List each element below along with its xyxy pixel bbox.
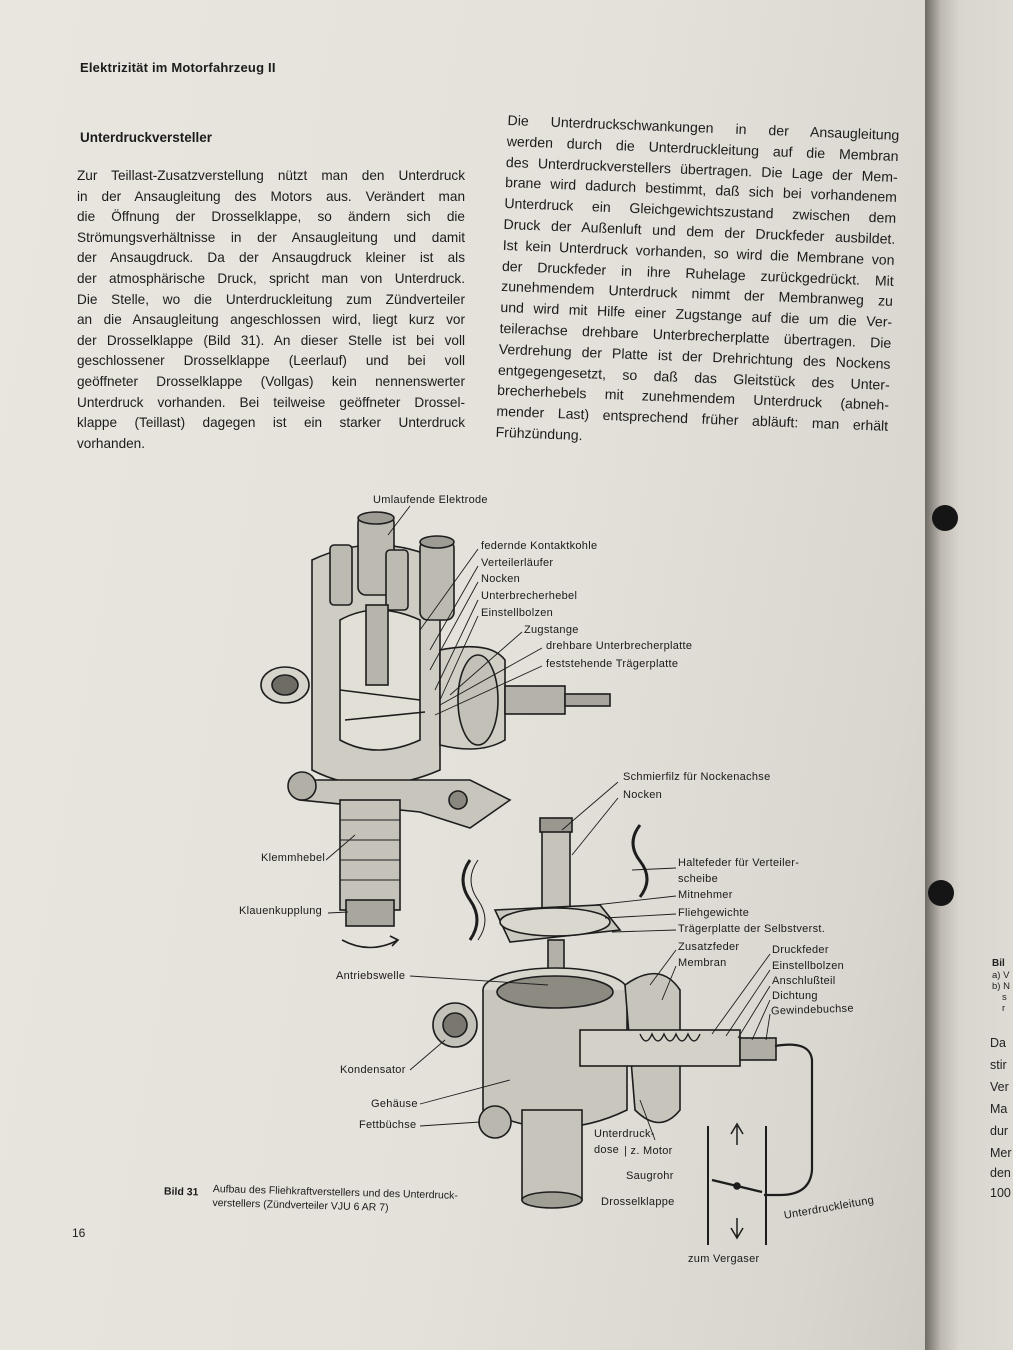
- text-line: Strömungsverhältnisse in der Ansaugleitu…: [77, 229, 465, 245]
- text-line: Die Stelle, wo die Unterdruckleitung zum…: [77, 291, 465, 307]
- distributor-cap-drawing: [260, 511, 611, 949]
- label-nocken-lower: Nocken: [623, 789, 663, 801]
- text-line: klappe (Teillast) dagegen ist ein starke…: [77, 415, 465, 431]
- label-zugstange: Zugstange: [524, 624, 579, 636]
- label-nocken: Nocken: [481, 573, 521, 585]
- text-line: in der Ansaugleitung des Motors aus. Ver…: [77, 188, 465, 204]
- text-line: Zur Teillast-Zusatzverstellung nützt man…: [77, 168, 465, 183]
- label-traegerplatte-selbstverst: Trägerplatte der Selbstverst.: [678, 923, 826, 935]
- figure-number: Bild 31: [163, 1185, 199, 1199]
- text-line: der atmosphärische Druck, spricht man vo…: [77, 270, 465, 286]
- next-page-line: stir: [990, 1058, 1007, 1072]
- distributor-illustration: [260, 505, 814, 1245]
- label-feststehende-traegerplatte: feststehende Trägerplatte: [546, 658, 679, 670]
- text-line: an die Ansaugleitung angeschlossen wird,…: [77, 312, 465, 328]
- label-saugrohr: Saugrohr: [626, 1170, 674, 1182]
- label-unterbrecherhebel: Unterbrecherhebel: [481, 590, 578, 602]
- running-head: Elektrizität im Motorfahrzeug II: [80, 60, 276, 75]
- label-druckfeder: Druckfeder: [772, 944, 829, 956]
- label-unterdruckdose: Unterdruck-: [594, 1128, 655, 1140]
- text-line: geöffneter Drosselklappe (Vollgas) kein …: [77, 373, 465, 389]
- section-heading: Unterdruckversteller: [80, 130, 213, 145]
- label-membran: Membran: [678, 957, 727, 969]
- book-page-right-edge: [925, 0, 1013, 1350]
- next-page-line: Ma: [990, 1102, 1008, 1116]
- next-page-line: Da: [990, 1036, 1006, 1050]
- next-page-line: Mer: [990, 1146, 1012, 1160]
- punch-hole: [932, 505, 958, 531]
- label-zusatzfeder: Zusatzfeder: [678, 941, 740, 953]
- text-line: die Öffnung der Drosselklappe, so ändern…: [77, 209, 465, 225]
- label-anschlussteil: Anschlußteil: [772, 975, 836, 987]
- next-page-line: 100: [990, 1186, 1011, 1200]
- label-drosselklappe: Drosselklappe: [601, 1196, 675, 1208]
- text-line: Unterdruck vorhanden. Bei teilweise geöf…: [77, 394, 465, 410]
- label-gehaeuse: Gehäuse: [371, 1098, 418, 1110]
- next-page-item: r: [1002, 1003, 1006, 1014]
- label-fettbuechse: Fettbüchse: [359, 1119, 417, 1131]
- label-klauenkupplung: Klauenkupplung: [239, 905, 323, 917]
- label-kondensator: Kondensator: [340, 1064, 406, 1076]
- text-line: vorhanden.: [77, 435, 146, 451]
- label-dichtung: Dichtung: [772, 990, 818, 1002]
- leader-lines: [325, 505, 771, 1141]
- lower-assembly-drawing: [432, 817, 814, 1245]
- label-klemmhebel: Klemmhebel: [261, 852, 326, 864]
- next-page-heading: Bil: [992, 958, 1005, 969]
- next-page-line: dur: [990, 1124, 1009, 1138]
- label-umlaufende-elektrode: Umlaufende Elektrode: [373, 494, 488, 506]
- label-zum-vergaser: zum Vergaser: [688, 1253, 760, 1265]
- next-page-item: s: [1002, 992, 1007, 1003]
- label-fliehgewichte: Fliehgewichte: [678, 907, 750, 919]
- label-federnde-kontaktkohle: federnde Kontaktkohle: [481, 540, 598, 552]
- left-text-column: Zur Teillast-Zusatzverstellung nützt man…: [77, 166, 465, 454]
- punch-hole: [928, 880, 954, 906]
- label-einstellbolzen-lower: Einstellbolzen: [772, 960, 845, 972]
- next-page-line: den: [990, 1166, 1011, 1180]
- label-haltefeder-cont: scheibe: [678, 873, 719, 885]
- label-z-motor: | z. Motor: [624, 1145, 673, 1157]
- text-line: geschlossener Drosselklappe (Leerlauf) u…: [77, 353, 465, 369]
- text-line: der Drosselklappe (Bild 31). An dieser S…: [77, 332, 465, 348]
- label-mitnehmer: Mitnehmer: [678, 889, 733, 901]
- next-page-item: b) N: [992, 981, 1010, 992]
- label-haltefeder: Haltefeder für Verteiler-: [678, 857, 800, 869]
- label-schmierfilz: Schmierfilz für Nockenachse: [623, 771, 771, 783]
- label-drehbare-unterbrecherplatte: drehbare Unterbrecherplatte: [546, 640, 693, 652]
- label-unterdruckdose-cont: dose: [594, 1144, 620, 1156]
- label-einstellbolzen: Einstellbolzen: [481, 607, 554, 619]
- label-antriebswelle: Antriebswelle: [336, 970, 406, 982]
- text-line: der Ansaugdruck. Da der Ansaugdruck klei…: [77, 250, 465, 266]
- page-number: 16: [72, 1226, 86, 1240]
- label-verteilerlaeufer: Verteilerläufer: [481, 557, 554, 569]
- next-page-line: Ver: [990, 1080, 1009, 1094]
- next-page-item: a) V: [992, 970, 1010, 981]
